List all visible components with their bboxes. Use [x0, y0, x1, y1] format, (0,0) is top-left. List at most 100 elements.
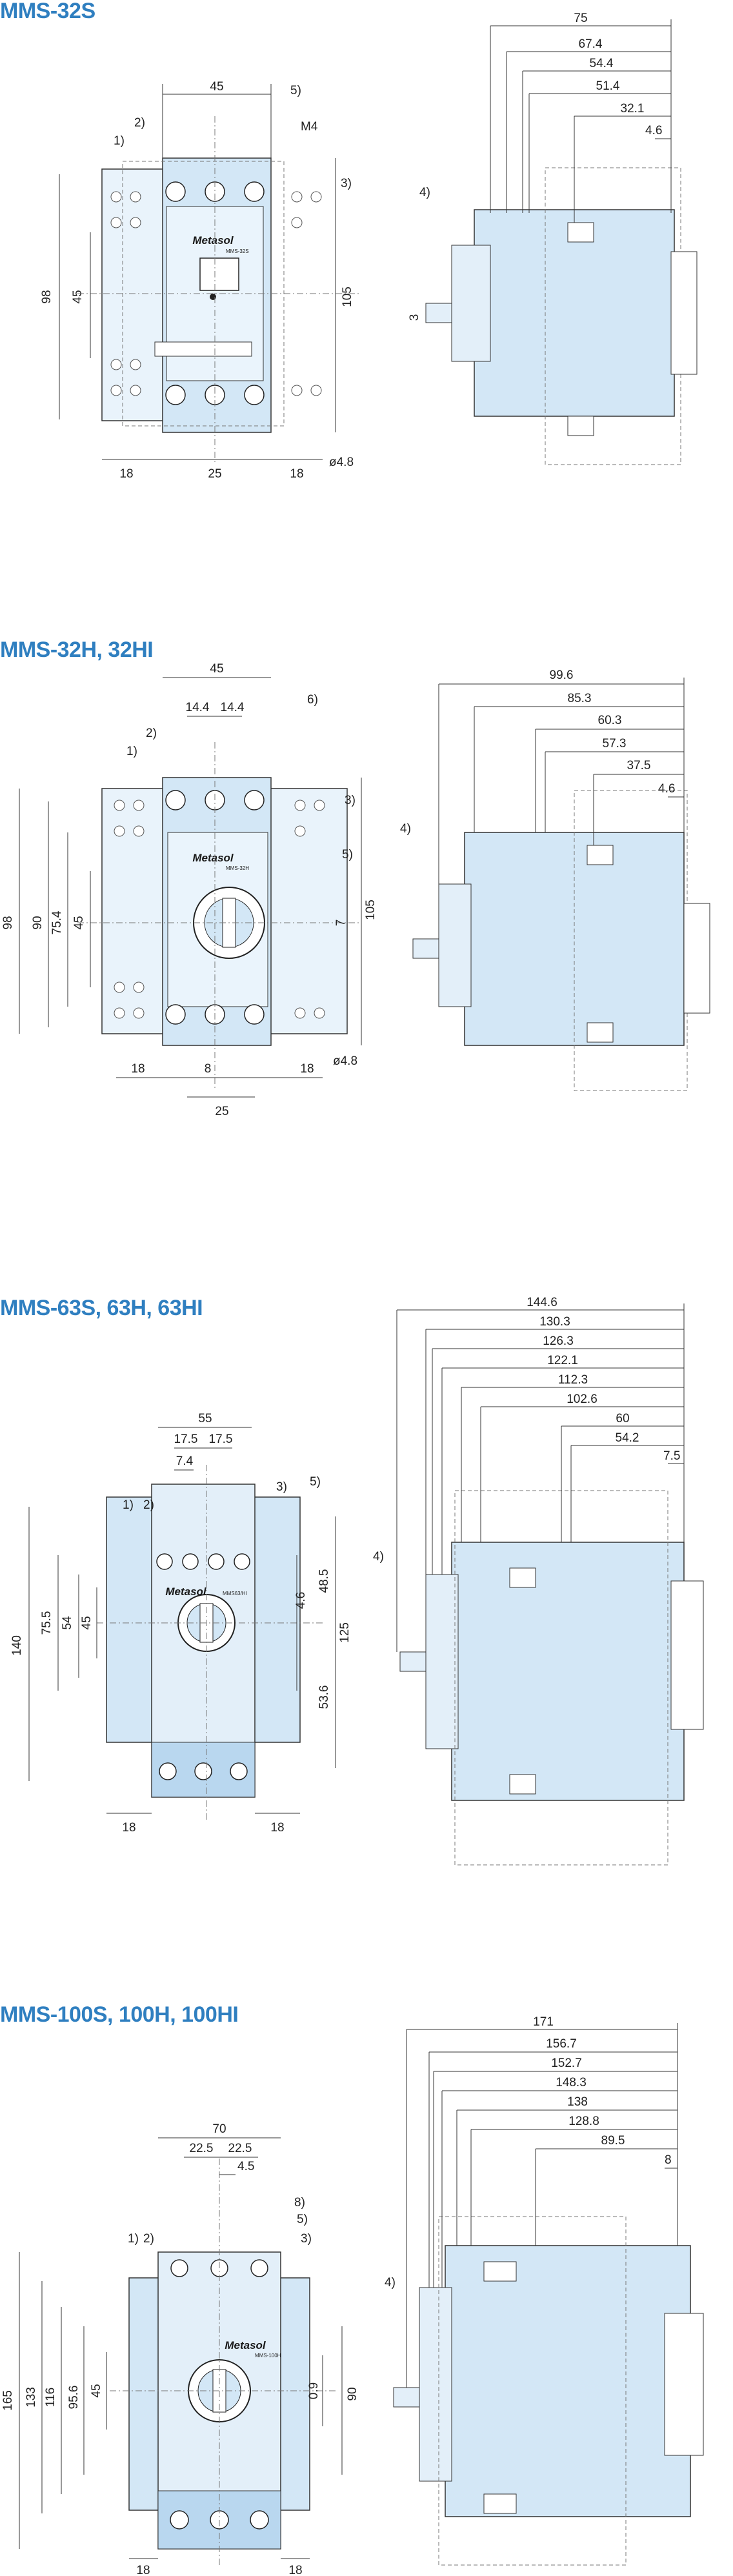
front-view: Metasol MMS-32S [77, 116, 361, 465]
dim-left-bottom: 18 [119, 467, 133, 481]
front-dimensions [59, 84, 336, 460]
dim-center-bottom: 25 [208, 467, 221, 481]
side-dim-3: 126.3 [543, 1334, 574, 1348]
side-view [399, 1490, 704, 1866]
side-dim-shaft: 3 [408, 314, 421, 321]
side-dim-6: 4.6 [658, 782, 675, 796]
callout-1: 1) [114, 134, 125, 148]
brand-label: Metasol [192, 234, 234, 247]
callout-1: 1) [126, 745, 137, 758]
side-dim-6: 128.8 [568, 2115, 599, 2128]
side-dim-5: 32.1 [621, 102, 645, 116]
side-dim-5: 112.3 [558, 1373, 588, 1387]
dim-height-right: 105 [341, 287, 354, 307]
callout-4: 4) [373, 1550, 384, 1564]
callout-3: 3) [345, 794, 356, 807]
dim-height-95-6: 95.6 [67, 2386, 81, 2410]
front-view: Metasol MMS-32H [77, 742, 361, 1091]
mms-32s-drawing: Metasol MMS-32S 45 98 45 105 18 25 18 1)… [40, 12, 698, 481]
side-dim-6: 4.6 [645, 124, 662, 137]
section-title: MMS-100S, 100H, 100HI [0, 2002, 239, 2027]
hole-label: ø4.8 [333, 1054, 357, 1068]
section-mms-32h: MMS-32H, 32HI Metasol MMS-32H [0, 638, 733, 1168]
side-dimensions [438, 678, 685, 884]
screw-label: M4 [301, 120, 318, 134]
callout-5: 5) [342, 848, 353, 861]
dim-pitch-right: 14.4 [221, 701, 245, 714]
dim-width: 55 [198, 1412, 212, 1425]
dim-53-6: 53.6 [317, 1685, 331, 1709]
side-dimensions [426, 19, 672, 323]
callout-5: 5) [310, 1475, 321, 1489]
dim-height-45: 45 [72, 916, 86, 929]
dim-pitch-left: 14.4 [186, 701, 210, 714]
callout-2: 2) [143, 1498, 154, 1512]
side-dim-4: 57.3 [603, 737, 627, 750]
callout-1: 1) [128, 2232, 139, 2246]
callout-6: 6) [307, 693, 318, 707]
callout-8: 8) [294, 2196, 305, 2209]
section-title: MMS-63S, 63H, 63HI [0, 1296, 203, 1320]
model-code-label: MMS-100H [255, 2353, 281, 2359]
side-dim-2: 67.4 [579, 37, 603, 51]
side-dim-7: 60 [616, 1412, 629, 1425]
callout-1: 1) [123, 1498, 134, 1512]
side-dimensions [396, 1303, 685, 1652]
callout-3: 3) [301, 2232, 312, 2246]
side-dim-3: 152.7 [551, 2057, 582, 2070]
side-dim-3: 60.3 [598, 714, 622, 727]
section-title: MMS-32H, 32HI [0, 638, 154, 662]
brand-label: Metasol [225, 2339, 266, 2351]
side-dim-5: 37.5 [627, 759, 651, 772]
callout-2: 2) [146, 727, 157, 740]
side-dim-4: 122.1 [547, 1354, 578, 1367]
callout-4: 4) [419, 186, 430, 199]
dim-pitch-left: 17.5 [174, 1433, 198, 1446]
callout-3: 3) [276, 1480, 287, 1494]
side-view [425, 167, 698, 465]
dim-4-5: 4.5 [237, 2160, 254, 2173]
side-dim-4: 148.3 [556, 2076, 587, 2089]
section-mms-32s: MMS-32S Metasol MMS-32S [0, 0, 733, 536]
dim-height-133: 133 [25, 2387, 38, 2408]
side-dim-8: 54.2 [616, 1431, 639, 1445]
dim-inner-height: 45 [71, 290, 85, 303]
side-view [412, 790, 710, 1091]
side-view [393, 2216, 704, 2566]
front-view: Metasol MMS63/HI [97, 1465, 323, 1820]
dim-right-bottom: 18 [290, 467, 303, 481]
side-dim-7: 89.5 [601, 2134, 625, 2148]
side-dim-6: 102.6 [567, 1393, 597, 1406]
dim-25: 25 [215, 1105, 228, 1118]
callout-2: 2) [134, 116, 145, 130]
callout-4: 4) [385, 2276, 396, 2289]
dim-height-165: 165 [1, 2390, 15, 2411]
dim-7-4: 7.4 [176, 1454, 194, 1468]
brand-label: Metasol [165, 1585, 207, 1598]
dim-pitch-right: 17.5 [209, 1433, 233, 1446]
dim-height-45: 45 [80, 1616, 94, 1629]
dim-8: 8 [205, 1062, 212, 1076]
dim-height-75-5: 75.5 [40, 1611, 54, 1635]
section-mms-100s: MMS-100S, 100H, 100HI Metasol MMS-100H [0, 2002, 733, 2576]
brand-label: Metasol [192, 852, 234, 864]
front-view: Metasol MMS-100H [110, 2158, 336, 2565]
callout-3: 3) [341, 177, 352, 190]
side-dim-3: 54.4 [590, 57, 614, 70]
model-code-label: MMS-32S [226, 248, 249, 254]
mms-100s-drawing: Metasol MMS-100H 70 22.5 22.5 4.5 165 13… [1, 2015, 704, 2576]
side-dim-2: 85.3 [568, 692, 592, 705]
dim-pitch-left: 22.5 [190, 2142, 214, 2155]
dim-left-bottom: 18 [122, 1821, 136, 1835]
dim-height-45: 45 [90, 2384, 103, 2397]
side-dim-5: 138 [567, 2095, 588, 2109]
dim-offset-7: 7 [334, 920, 348, 927]
dim-width: 45 [210, 80, 223, 94]
dim-height-98: 98 [1, 916, 15, 929]
dim-0-9: 0.9 [307, 2382, 321, 2399]
dim-48-5: 48.5 [317, 1569, 331, 1593]
dim-right-bottom: 18 [288, 2564, 302, 2576]
side-dim-8: 8 [665, 2153, 672, 2167]
side-dim-total: 171 [533, 2015, 554, 2029]
mms-32h-drawing: Metasol MMS-32H 45 14.4 14.4 98 90 75.4 … [1, 662, 710, 1118]
